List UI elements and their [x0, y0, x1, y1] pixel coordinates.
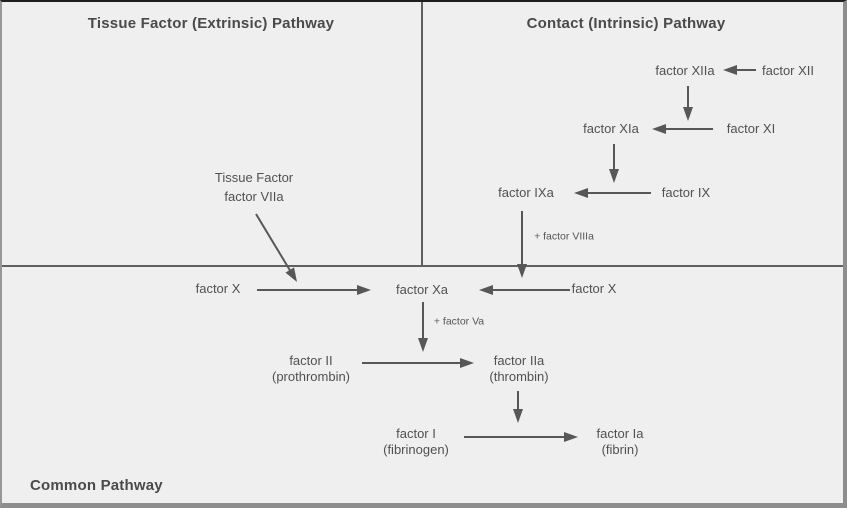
node-label: factor XIa: [583, 121, 639, 136]
node-label: factor IIa: [493, 353, 545, 368]
node-label: factor VIIa: [224, 189, 284, 204]
edge-xiia-down: [683, 86, 693, 121]
node-label: + factor VIIIa: [534, 230, 594, 243]
node-label: (thrombin): [489, 369, 549, 384]
node-factor-x-left: factor X: [196, 281, 241, 297]
node-label: factor IXa: [498, 185, 554, 200]
node-label: + factor Va: [433, 315, 485, 328]
node-label: factor IX: [661, 185, 711, 200]
node-tissue-factor-viia: Tissue Factor factor VIIa: [215, 168, 293, 206]
node-plus-factor-va: + factor Va: [434, 316, 484, 329]
edge-tf-viia-diagonal: [255, 213, 297, 282]
node-label: factor II: [289, 353, 333, 368]
node-label: factor Xa: [395, 282, 449, 297]
edge-i-to-ia: [464, 432, 578, 442]
section-title-common: Common Pathway: [30, 477, 163, 494]
edge-xi-to-xia: [652, 124, 713, 134]
edge-iia-down: [513, 391, 523, 423]
section-title-extrinsic: Tissue Factor (Extrinsic) Pathway: [87, 15, 335, 32]
node-label: factor X: [571, 281, 617, 296]
node-factor-ix: factor IX: [662, 185, 710, 201]
node-label: factor Ia: [596, 426, 644, 441]
node-label: factor I: [396, 426, 436, 441]
section-title-intrinsic: Contact (Intrinsic) Pathway: [526, 15, 726, 32]
node-factor-xi: factor XI: [727, 121, 775, 137]
vertical-divider: [421, 2, 423, 266]
node-label: (fibrin): [601, 442, 639, 457]
edge-ixa-down-plus-viiia: [517, 211, 527, 278]
node-plus-factor-viiia: + factor VIIIa: [534, 231, 594, 244]
node-label: (prothrombin): [271, 369, 351, 384]
node-label: factor XII: [761, 63, 815, 78]
node-factor-xiia: factor XIIa: [655, 63, 714, 79]
node-factor-ii: factor II(prothrombin): [272, 353, 350, 385]
node-factor-ixa: factor IXa: [498, 185, 554, 201]
edge-xa-down-plus-va: [418, 302, 428, 352]
node-factor-iia: factor IIa(thrombin): [489, 353, 548, 385]
edge-x-to-xa-left: [257, 285, 371, 295]
node-label: factor XI: [726, 121, 776, 136]
horizontal-divider: [2, 265, 843, 267]
edge-xii-to-xiia: [723, 65, 756, 75]
edge-ii-to-iia: [362, 358, 474, 368]
edge-xia-down: [609, 144, 619, 183]
edge-ix-to-ixa: [574, 188, 651, 198]
node-factor-ia: factor Ia(fibrin): [597, 426, 644, 458]
node-factor-xia: factor XIa: [583, 121, 639, 137]
node-factor-i: factor I(fibrinogen): [383, 426, 449, 458]
node-label: factor X: [195, 281, 241, 296]
node-factor-xii: factor XII: [762, 63, 814, 79]
node-label: (fibrinogen): [383, 442, 449, 457]
node-label: Tissue Factor: [214, 170, 294, 185]
node-factor-xa: factor Xa: [396, 282, 448, 298]
node-label: factor XIIa: [655, 63, 715, 78]
edge-x-to-xa-right: [479, 285, 570, 295]
node-factor-x-right: factor X: [572, 281, 617, 297]
